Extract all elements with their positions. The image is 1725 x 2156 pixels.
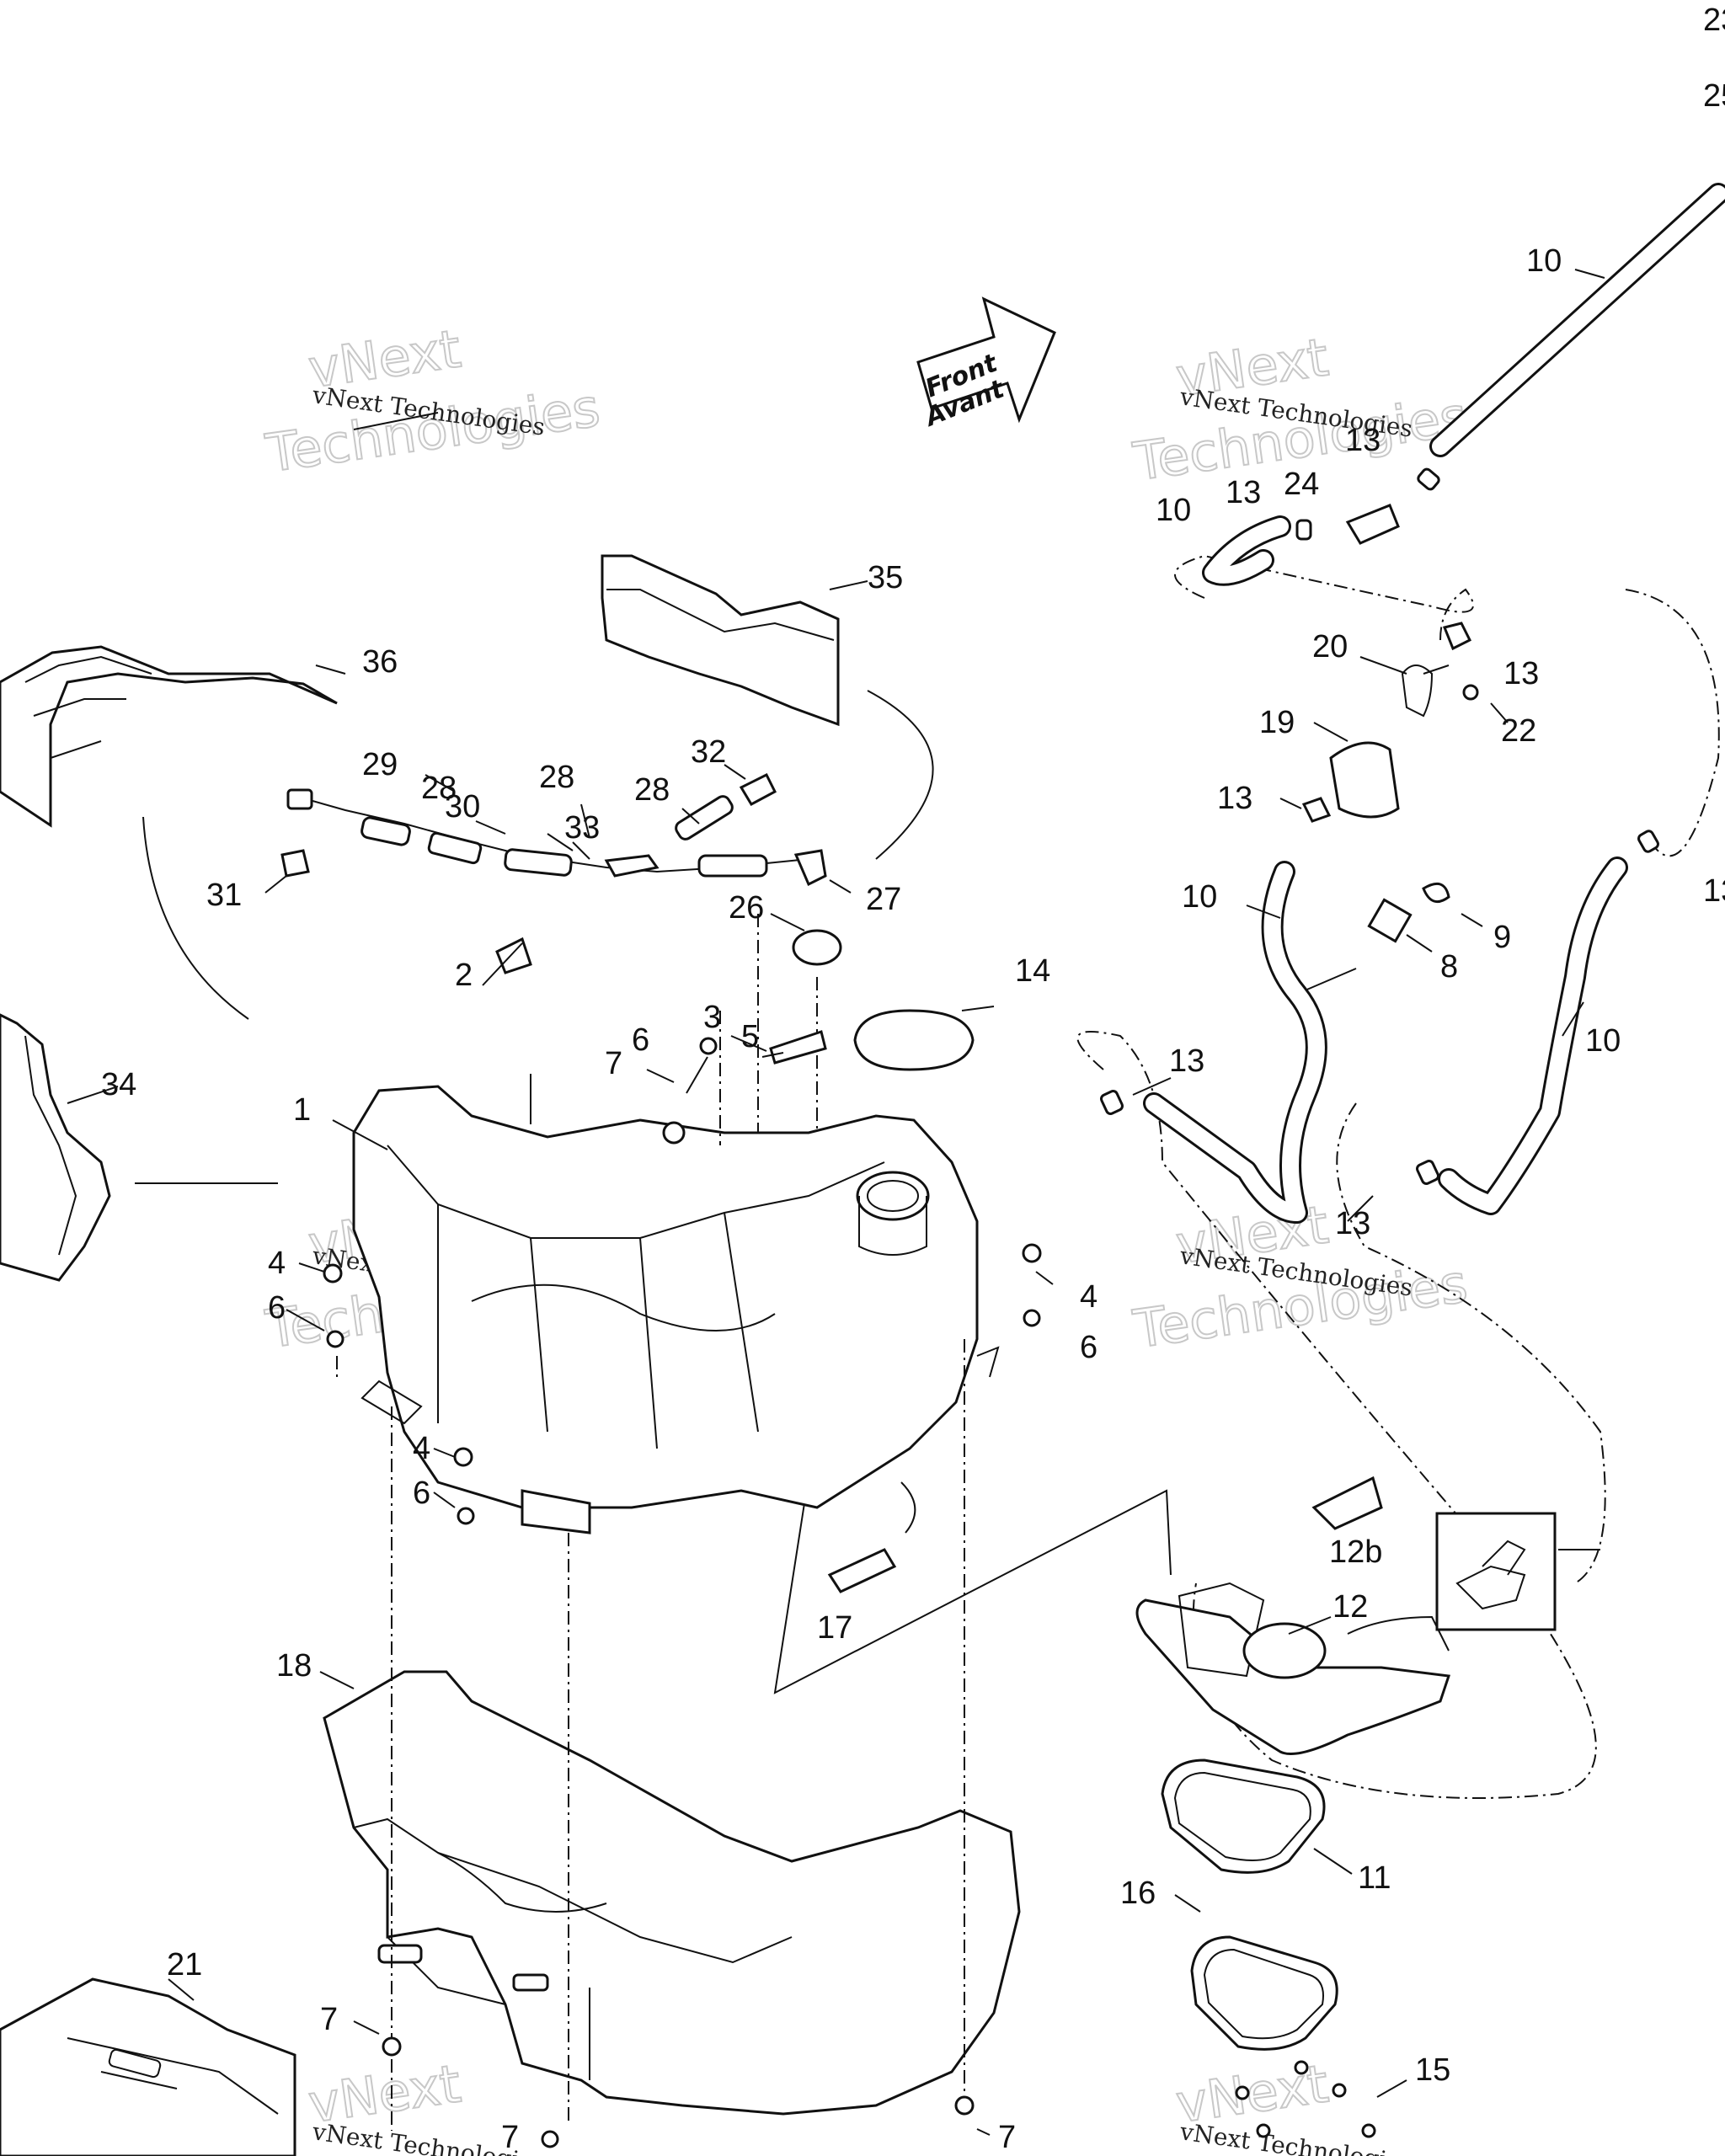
callout-20: 20	[1312, 629, 1348, 664]
front-direction-arrow: Front Avant	[916, 296, 1056, 433]
callout-7: 7	[501, 2120, 519, 2155]
vent-hose-assembly	[280, 772, 842, 966]
callout-12b: 12b	[1329, 1534, 1382, 1570]
callout-16: 16	[1120, 1876, 1156, 1911]
watermark-top-left: vNext Technologies vNext Technologies	[261, 317, 605, 485]
callout-1: 1	[293, 1092, 311, 1128]
callout-31: 31	[206, 878, 242, 913]
part-10-hoses	[1143, 183, 1725, 1224]
callout-4: 4	[268, 1246, 286, 1281]
callout-13: 13	[1335, 1206, 1370, 1241]
callout-28: 28	[421, 771, 457, 806]
part-13-clamp	[1295, 519, 1312, 541]
callout-36: 36	[362, 644, 398, 680]
callout-13: 13	[1345, 423, 1381, 458]
part-5-bolt	[769, 1030, 827, 1065]
callout-15: 15	[1415, 2052, 1450, 2088]
part-26-grommet	[792, 929, 842, 966]
callout-7: 7	[320, 2002, 338, 2037]
callout-10: 10	[1182, 879, 1217, 915]
part-9-clip	[1422, 882, 1450, 904]
callout-4: 4	[1080, 1279, 1097, 1315]
callout-33: 33	[564, 810, 600, 846]
callout-18: 18	[276, 1648, 312, 1684]
callout-7: 7	[605, 1046, 622, 1081]
callout-2: 2	[455, 958, 473, 993]
part-19-filter	[1329, 741, 1400, 819]
leader-lines	[67, 269, 1605, 2136]
corner-label-25: 25	[1703, 78, 1725, 114]
part-34-side-panel	[0, 1013, 111, 1282]
assembly-arrows	[135, 690, 1357, 1694]
callout-21: 21	[167, 1947, 202, 1983]
callout-11: 11	[1358, 1860, 1391, 1896]
callout-12: 12	[1332, 1589, 1368, 1625]
callout-22: 22	[1501, 713, 1536, 749]
callout-17: 17	[817, 1610, 852, 1646]
callout-30: 30	[445, 789, 480, 825]
callout-6: 6	[413, 1476, 430, 1511]
part-16-gasket	[1190, 1935, 1338, 2051]
callout-35: 35	[868, 560, 903, 595]
part-12-fuel-pump	[1135, 1476, 1451, 1755]
part-31-grommet	[280, 849, 310, 878]
callout-labels: 1 2 3 4 4 4 5 6 6 6 6 7 7 7 7 8 9 10 10 …	[101, 243, 1725, 2155]
part-1-fuel-tank	[352, 1085, 1000, 1534]
callout-27: 27	[866, 882, 901, 917]
callout-13: 13	[1217, 781, 1252, 816]
part-28-hose-b	[504, 848, 573, 877]
part-2-clip	[495, 937, 532, 974]
callout-13: 13	[1703, 873, 1725, 909]
callout-6: 6	[268, 1290, 286, 1326]
part-32-valve	[739, 772, 777, 806]
callout-5: 5	[741, 1019, 759, 1054]
callout-6: 6	[1080, 1330, 1097, 1365]
callout-13: 13	[1503, 656, 1539, 691]
part-29-elbow	[286, 788, 313, 810]
callout-24: 24	[1284, 467, 1319, 502]
part-33-tee	[604, 854, 660, 878]
part-17-pad	[827, 1548, 897, 1593]
callout-14: 14	[1015, 953, 1050, 989]
callout-9: 9	[1493, 920, 1511, 955]
part-28-hose-a	[360, 816, 411, 846]
callout-28: 28	[634, 772, 670, 808]
fasteners	[323, 937, 1376, 2148]
callout-8: 8	[1440, 949, 1458, 985]
part-30-valve	[427, 831, 483, 865]
part-8-pad	[1367, 898, 1413, 943]
part-14-cap	[853, 1009, 975, 1071]
callout-7: 7	[998, 2120, 1016, 2155]
part-28-hose-c	[697, 854, 768, 878]
part-27-fitting	[793, 849, 827, 887]
part-28-hose-d	[675, 795, 734, 841]
callout-10: 10	[1585, 1023, 1621, 1059]
part-35-heat-shield	[601, 554, 840, 727]
callout-6: 6	[632, 1022, 649, 1058]
callout-10: 10	[1526, 243, 1562, 279]
part-36-cover-panel	[0, 645, 338, 828]
callout-13: 13	[1226, 475, 1261, 510]
part-12b-inset	[1435, 1512, 1557, 1631]
callout-32: 32	[691, 734, 726, 770]
callout-13: 13	[1169, 1043, 1204, 1079]
watermark-bottom-right: vNext vNext Technologies	[1172, 2052, 1414, 2156]
callout-26: 26	[729, 890, 764, 926]
part-11-gasket	[1161, 1758, 1326, 1874]
callout-3: 3	[703, 1000, 721, 1035]
callout-4: 4	[413, 1431, 430, 1466]
callout-19: 19	[1259, 705, 1295, 740]
right-fittings	[853, 467, 1659, 1185]
callout-29: 29	[362, 747, 398, 782]
callout-34: 34	[101, 1067, 136, 1102]
part-21-skid-plate	[0, 1977, 296, 2156]
svg-text:vNext Technologies: vNext Technologies	[1178, 2117, 1414, 2156]
corner-label-23: 23	[1703, 3, 1725, 38]
part-18-tank-support	[323, 1670, 1021, 2116]
callout-10: 10	[1156, 493, 1191, 528]
part-20-clamp	[1401, 664, 1434, 718]
part-24-connector	[1345, 504, 1400, 545]
callout-28: 28	[539, 760, 574, 795]
